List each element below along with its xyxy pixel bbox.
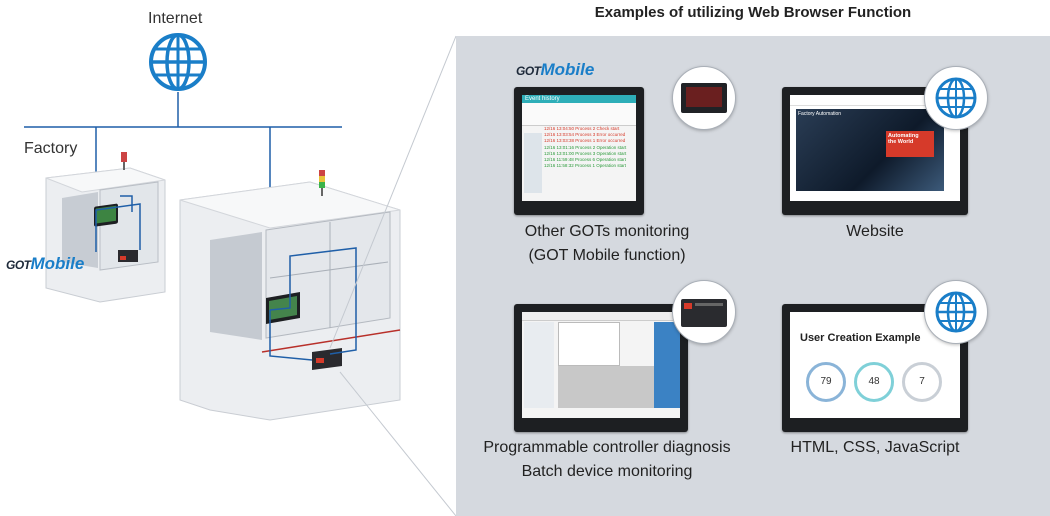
- event-history-row: 12/16 11:59:48 Process 6 Operation start: [544, 157, 626, 163]
- gauge-3: 7: [902, 362, 942, 402]
- example-caption-plc: Programmable controller diagnosis Batch …: [483, 439, 731, 480]
- example-caption-website: Website: [846, 223, 904, 240]
- event-history-title: Event history: [522, 95, 636, 103]
- user-creation-heading: User Creation Example: [800, 332, 921, 344]
- event-history-row: 12/16 13:03:38 Process 1 Error occurred: [544, 138, 626, 144]
- event-history-screen: Event history 12/16 13:04:50 Process 2 C…: [522, 95, 636, 201]
- website-screen: Factory Automation Automating the World: [790, 95, 960, 201]
- website-banner: Factory Automation: [798, 111, 842, 117]
- got-mobile-logo: GOTMobile: [516, 60, 595, 79]
- event-history-row: 12/16 13:01:00 Process 3 Operation start: [544, 150, 627, 156]
- globe-icon: [935, 77, 977, 119]
- internet-label: Internet: [148, 10, 203, 27]
- got-monitor-event-history: Event history 12/16 13:04:50 Process 2 C…: [514, 87, 644, 215]
- gauge-1: 79: [806, 362, 846, 402]
- factory-label: Factory: [24, 140, 78, 157]
- event-history-row: 12/16 11:58:32 Process 1 Operation start: [544, 163, 626, 169]
- internet-globe-icon: [149, 33, 207, 91]
- factory-network-diagram: [24, 33, 456, 516]
- got-device-badge: [672, 66, 736, 130]
- plc-diagnosis-screen: [522, 312, 680, 418]
- event-history-row: 12/16 13:04:50 Process 2 Check start: [544, 126, 620, 131]
- globe-badge-user: [924, 280, 988, 344]
- got-mobile-logo-small: GOTMobile: [6, 254, 85, 273]
- small-machine-cabinet: [45, 152, 166, 303]
- example-caption-got: Other GOTs monitoring (GOT Mobile functi…: [524, 223, 690, 264]
- website-red-box: Automating the World: [886, 131, 934, 157]
- plc-monitor: [514, 304, 688, 432]
- panel-title: Examples of utilizing Web Browser Functi…: [594, 4, 912, 21]
- example-caption-html: HTML, CSS, JavaScript: [790, 439, 960, 456]
- gauge-2: 48: [854, 362, 894, 402]
- plc-device-badge: [672, 280, 736, 344]
- event-history-row: 12/16 13:03:54 Process 3 Error occurred: [544, 132, 626, 138]
- globe-badge-website: [924, 66, 988, 130]
- globe-icon: [935, 291, 977, 333]
- event-history-row: 12/16 13:01:16 Process 2 Operation start: [544, 144, 627, 150]
